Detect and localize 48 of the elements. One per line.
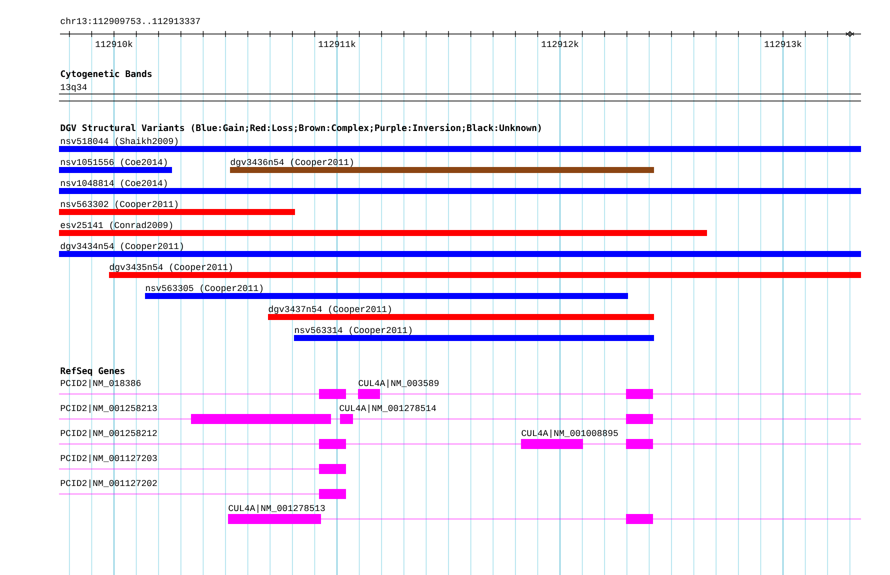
node-label: PCID2|NM_001127203	[60, 454, 157, 463]
variant-bar: nsv563302 (Cooper2011)	[59, 200, 295, 215]
tick-label: 112913k	[764, 40, 802, 48]
node-label: dgv3434n54 (Cooper2011)	[60, 242, 183, 251]
node-label: nsv1051556 (Coe2014)	[60, 158, 167, 167]
node-label: nsv563302 (Cooper2011)	[60, 200, 178, 209]
gene-transcript: CUL4A|NM_001278513	[228, 504, 862, 524]
track-title: Cytogenetic Bands	[60, 70, 152, 79]
node-label: nsv563314 (Cooper2011)	[294, 326, 412, 335]
band-label: 13q34	[60, 84, 87, 92]
node-label: PCID2|NM_018386	[60, 379, 141, 388]
gene-transcript: PCID2|NM_001258212	[58, 429, 430, 449]
variant-bar: dgv3437n54 (Cooper2011)	[268, 305, 654, 320]
node-label: dgv3435n54 (Cooper2011)	[110, 263, 232, 272]
node-label: CUL4A|NM_001278514	[340, 404, 436, 413]
axis-title: chr13:112909753..112913337	[60, 17, 200, 24]
node-label: CUL4A|NM_003589	[358, 379, 439, 388]
node-label: CUL4A|NM_001008895	[522, 429, 618, 438]
node-label: PCID2|NM_001127202	[60, 479, 157, 488]
gene-transcript: CUL4A|NM_001278514	[336, 404, 862, 424]
node-label: nsv518044 (Shaikh2009)	[60, 137, 178, 146]
variant-bar: nsv1051556 (Coe2014)	[59, 158, 172, 173]
node-label: PCID2|NM_001258212	[60, 429, 157, 438]
gene-transcript: PCID2|NM_001127203	[58, 454, 346, 474]
tick-label: 112910k	[96, 40, 132, 48]
variant-bar: nsv563314 (Cooper2011)	[294, 326, 654, 341]
gene-transcript: CUL4A|NM_001008895	[430, 429, 862, 449]
variant-bar: esv25141 (Conrad2009)	[59, 221, 707, 236]
node-label: nsv1048814 (Coe2014)	[60, 179, 167, 188]
gene-transcript: PCID2|NM_018386	[58, 379, 352, 399]
gene-transcript: CUL4A|NM_003589	[352, 379, 862, 399]
node-label: dgv3436n54 (Cooper2011)	[230, 158, 353, 167]
track-title: DGV Structural Variants (Blue:Gain;Red:Loss;Brown:Complex;Purple:Inversion;Black:Unknown)	[60, 124, 541, 133]
tick-label: 112912k	[542, 40, 578, 48]
variant-bar: nsv518044 (Shaikh2009)	[59, 137, 862, 152]
variant-bar: nsv1048814 (Coe2014)	[59, 179, 862, 194]
gene-transcript: PCID2|NM_001258213	[58, 404, 336, 424]
node-label: PCID2|NM_001258213	[60, 404, 157, 413]
variant-bar: dgv3434n54 (Cooper2011)	[59, 242, 862, 257]
gene-transcript: PCID2|NM_001127202	[58, 479, 346, 499]
node-label: dgv3437n54 (Cooper2011)	[268, 305, 391, 314]
node-label: esv25141 (Conrad2009)	[60, 221, 172, 230]
variant-bar: nsv563305 (Cooper2011)	[145, 284, 628, 299]
node-label: nsv563305 (Cooper2011)	[146, 284, 262, 293]
variant-bar: dgv3436n54 (Cooper2011)	[230, 158, 654, 173]
variant-bar: dgv3435n54 (Cooper2011)	[109, 263, 862, 278]
tick-label: 112911k	[318, 40, 356, 48]
node-label: CUL4A|NM_001278513	[228, 504, 325, 513]
